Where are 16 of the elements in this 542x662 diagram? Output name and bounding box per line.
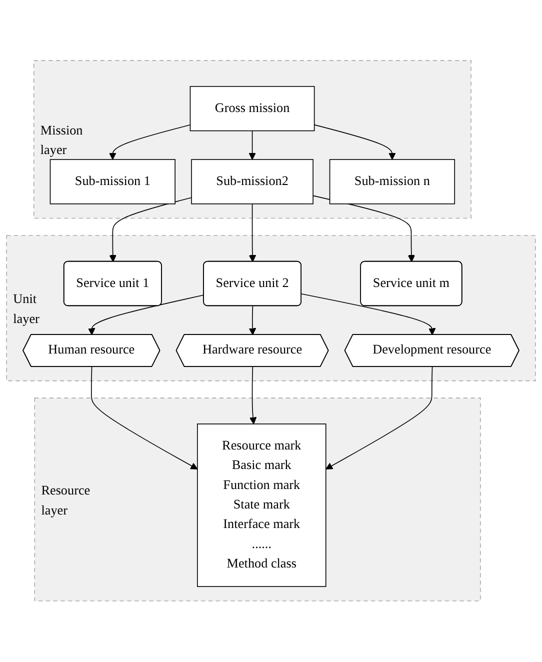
node-box: Resource mark Basic mark Function mark State mark Interface mark ...... Method class (197, 424, 326, 588)
arrow (314, 124, 396, 160)
arrow (326, 366, 433, 470)
node-box: Sub-mission 1 (50, 159, 176, 205)
arrow (249, 366, 257, 425)
arrow (248, 306, 256, 336)
arrow (88, 294, 204, 336)
arrow (248, 204, 256, 262)
arrow (90, 366, 198, 470)
node-box: Gross mission (190, 86, 315, 132)
arrow (248, 130, 256, 160)
arrow (109, 197, 192, 262)
node-box: Sub-mission2 (191, 159, 314, 205)
arrow (301, 294, 436, 336)
node-box: Sub-mission n (329, 159, 456, 205)
arrow (109, 124, 191, 160)
